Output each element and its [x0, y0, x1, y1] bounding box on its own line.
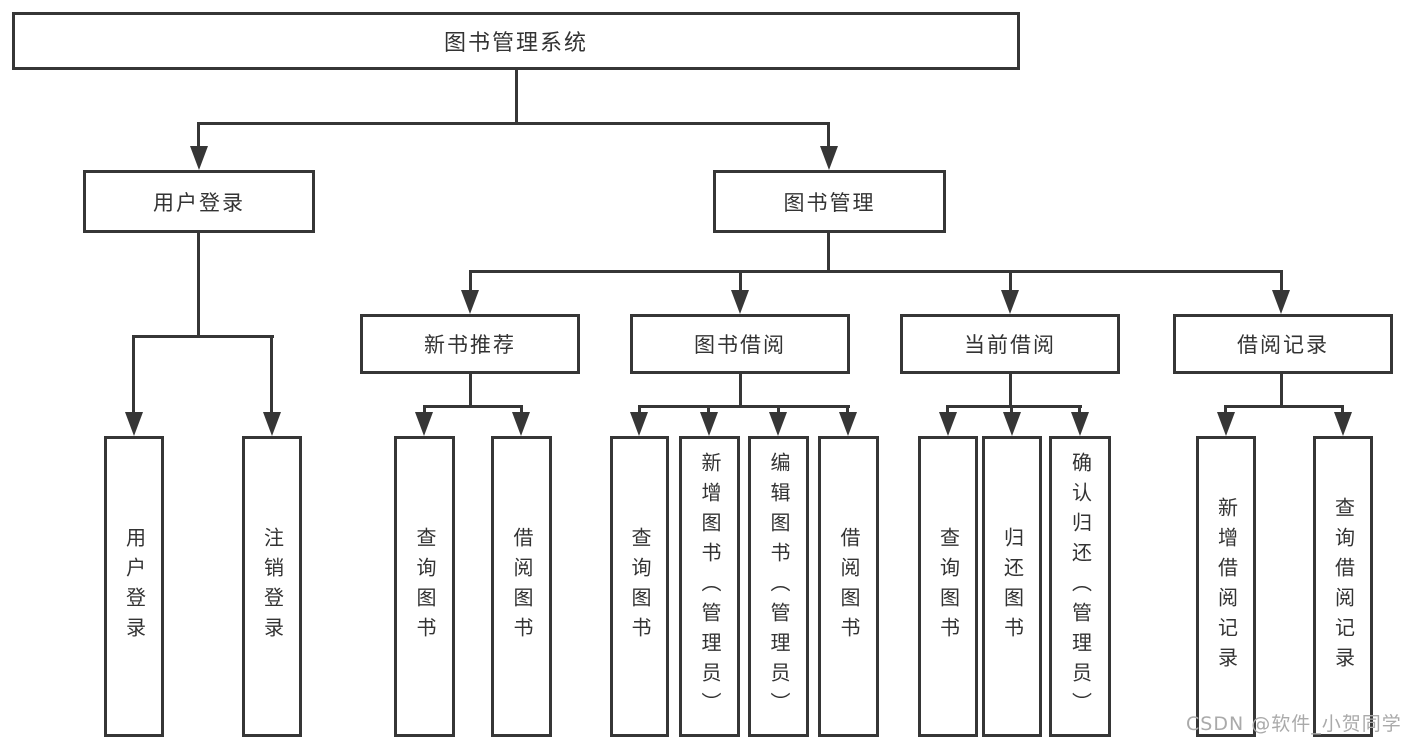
node-label: 借阅记录: [1237, 333, 1329, 357]
arrow-down-icon: [630, 412, 648, 436]
arrow-down-icon: [190, 146, 208, 170]
node-label: 当前借阅: [964, 333, 1056, 357]
connector-current-stem: [1009, 374, 1012, 408]
arrow-down-icon: [1003, 412, 1021, 436]
connector-stem: [946, 405, 949, 414]
arrow-down-icon: [839, 412, 857, 436]
node-label: 新书推荐: [424, 333, 516, 357]
connector-stem: [1010, 405, 1013, 414]
connector-records-stem: [1280, 374, 1283, 408]
node-label: 用户登录: [153, 190, 245, 215]
node-label: 借阅图书: [837, 526, 861, 647]
leaf-borrow-books: 借阅图书: [818, 436, 879, 737]
leaf-edit-books-admin: 编辑图书（管理员）: [748, 436, 809, 737]
node-label: 查询图书: [413, 526, 437, 647]
arrow-down-icon: [1071, 412, 1089, 436]
arrow-down-icon: [125, 412, 143, 436]
connector-newbook-rail: [423, 405, 523, 408]
leaf-add-borrow-record: 新增借阅记录: [1196, 436, 1256, 737]
leaf-confirm-return-admin: 确认归还（管理员）: [1049, 436, 1111, 737]
arrow-down-icon: [820, 146, 838, 170]
node-label: 查询图书: [936, 526, 961, 647]
node-user-login: 用户登录: [83, 170, 315, 233]
connector-stem: [1078, 405, 1081, 414]
node-label: 归还图书: [1000, 526, 1025, 647]
watermark-csdn: CSDN @软件_小贺同学: [1186, 713, 1402, 735]
node-label: 图书管理系统: [443, 31, 588, 56]
connector-borrowing-rail: [638, 405, 850, 408]
connector-bookmgmt-stem: [827, 233, 830, 273]
connector-userlogin-stem: [197, 233, 200, 338]
arrow-down-icon: [769, 412, 787, 436]
connector-stem: [132, 335, 135, 414]
arrow-down-icon: [731, 290, 749, 314]
connector-userlogin-rail: [132, 335, 274, 338]
node-book-borrowing: 图书借阅: [630, 314, 850, 374]
arrow-down-icon: [263, 412, 281, 436]
leaf-query-books-borrowing: 查询图书: [610, 436, 669, 737]
node-current-borrowing: 当前借阅: [900, 314, 1120, 374]
connector-stem: [777, 405, 780, 414]
node-label: 确认归还（管理员）: [1068, 451, 1093, 722]
connector-borrowing-stem: [739, 374, 742, 408]
leaf-borrow-books-recommend: 借阅图书: [491, 436, 552, 737]
node-label: 编辑图书（管理员）: [767, 451, 791, 722]
arrow-down-icon: [939, 412, 957, 436]
arrow-down-icon: [700, 412, 718, 436]
node-new-book-recommendation: 新书推荐: [360, 314, 580, 374]
node-label: 新增借阅记录: [1214, 496, 1239, 677]
node-label: 图书借阅: [694, 333, 786, 357]
connector-stem: [1009, 270, 1012, 292]
connector-root-stem: [515, 70, 518, 125]
arrow-down-icon: [1334, 412, 1352, 436]
connector-stem: [520, 405, 523, 414]
connector-stem: [423, 405, 426, 414]
node-label: 图书管理: [783, 190, 876, 215]
node-borrowing-records: 借阅记录: [1173, 314, 1393, 374]
leaf-query-books-recommend: 查询图书: [394, 436, 455, 737]
arrow-down-icon: [1272, 290, 1290, 314]
node-library-management-system: 图书管理系统: [12, 12, 1020, 70]
leaf-query-books-current: 查询图书: [918, 436, 978, 737]
connector-stem: [1341, 405, 1344, 414]
connector-stem: [739, 270, 742, 292]
connector-stem: [707, 405, 710, 414]
connector-current-rail: [946, 405, 1082, 408]
arrow-down-icon: [461, 290, 479, 314]
node-label: 用户登录: [122, 526, 147, 647]
connector-stem: [1280, 270, 1283, 292]
arrow-down-icon: [1001, 290, 1019, 314]
node-label: 借阅图书: [510, 526, 534, 647]
connector-stem: [638, 405, 641, 414]
leaf-logout: 注销登录: [242, 436, 302, 737]
connector-root-rail: [197, 122, 830, 125]
arrow-down-icon: [1217, 412, 1235, 436]
node-label: 查询借阅记录: [1331, 496, 1356, 677]
node-label: 注销登录: [260, 526, 285, 647]
connector-stem: [197, 122, 200, 150]
node-book-management: 图书管理: [713, 170, 946, 233]
connector-stem: [1224, 405, 1227, 414]
leaf-add-books-admin: 新增图书（管理员）: [679, 436, 740, 737]
connector-newbook-stem: [469, 374, 472, 408]
arrow-down-icon: [512, 412, 530, 436]
connector-stem: [270, 335, 273, 414]
connector-bookmgmt-rail: [469, 270, 1283, 273]
leaf-return-books: 归还图书: [982, 436, 1042, 737]
connector-records-rail: [1224, 405, 1344, 408]
arrow-down-icon: [415, 412, 433, 436]
node-label: 查询图书: [628, 526, 652, 647]
connector-stem: [846, 405, 849, 414]
connector-stem: [469, 270, 472, 292]
connector-stem: [827, 122, 830, 150]
leaf-query-borrow-record: 查询借阅记录: [1313, 436, 1373, 737]
node-label: 新增图书（管理员）: [698, 451, 722, 722]
leaf-user-login: 用户登录: [104, 436, 164, 737]
